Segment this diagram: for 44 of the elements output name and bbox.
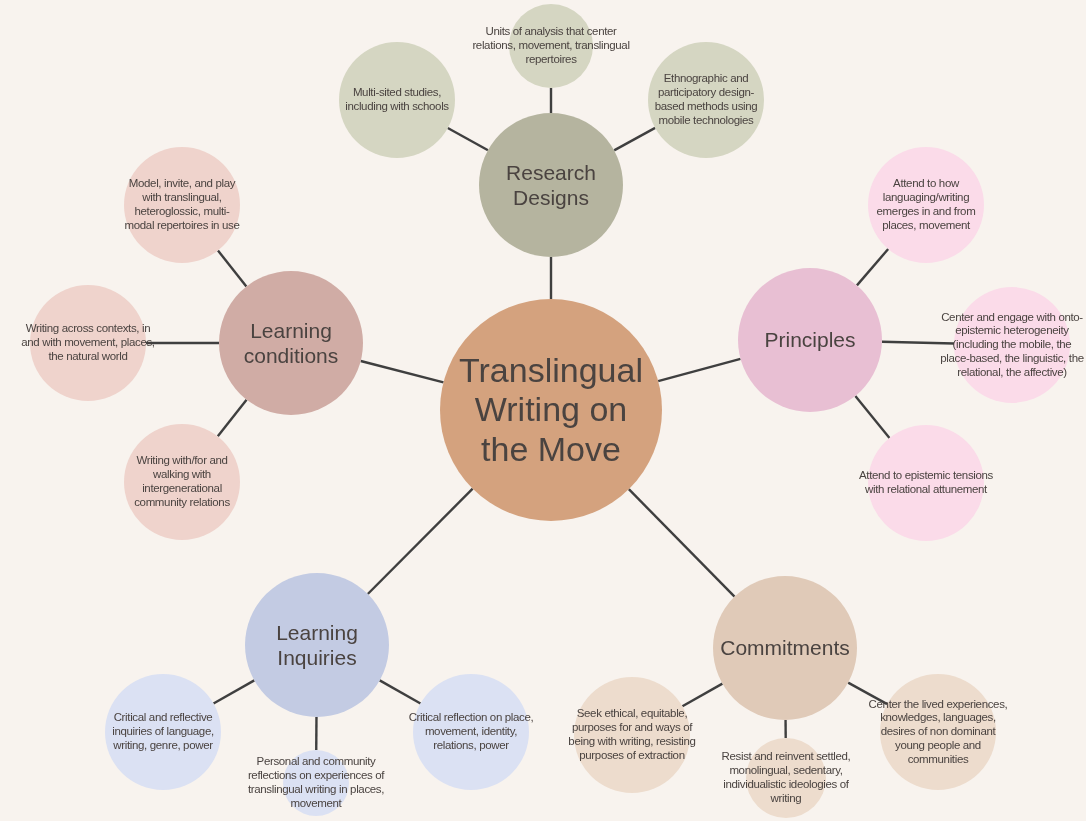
- connector-line: [881, 340, 955, 345]
- circle-label: Writing with/for and walking with intergenerational community relations: [133, 454, 231, 510]
- connector-line: [212, 679, 255, 705]
- circle-label: Critical reflection on place, movement, identity, relations, power: [407, 711, 535, 753]
- connector-line: [315, 717, 318, 750]
- circle-label: Model, invite, and play with translingual, heteroglossic, multi-modal repertoires in use: [123, 177, 241, 233]
- circle-label: Principles: [764, 327, 856, 353]
- circle-label: Center and engage with onto-epistemic heterogeneity (including the mobile, the place-based, the linguistic, the relational, the affective): [940, 310, 1084, 380]
- circle-label: Critical and reflective inquiries of language, writing, genre, power: [111, 711, 215, 753]
- connector-line: [146, 341, 219, 345]
- circle-label: Personal and community reflections on experiences of translingual writing in places, movement: [246, 755, 386, 811]
- connector-line: [217, 249, 248, 288]
- connector-line: [360, 359, 444, 384]
- connector-line: [549, 88, 553, 113]
- topic-circle: [940, 287, 1084, 403]
- connector-line: [784, 720, 787, 738]
- connector-line: [549, 257, 553, 299]
- connector-line: [379, 679, 422, 705]
- circle-label: Units of analysis that center relations, movement, translingual repertoires: [471, 25, 631, 67]
- topic-circle: [856, 425, 996, 541]
- circle-label: Ethnographic and participatory design-based methods using mobile technologies: [653, 72, 759, 128]
- connector-line: [657, 357, 741, 383]
- connector-line: [847, 681, 888, 706]
- circle-label: Translingual Writing on the Move: [458, 351, 644, 469]
- connector-line: [627, 488, 736, 598]
- circle-label: Seek ethical, equitable, purposes for and ways of being with writing, resisting purposes of extraction: [567, 707, 697, 763]
- circle-label: Multi-sited studies, including with schools: [344, 86, 450, 114]
- connector-line: [447, 126, 489, 152]
- connector-line: [854, 395, 891, 439]
- connector-line: [613, 126, 656, 152]
- topic-circle: [868, 674, 1008, 790]
- circle-label: Resist and reinvent settled, monolingual, sedentary, individualistic ideologies of writing: [720, 750, 852, 806]
- circle-label: Attend to how languaging/writing emerges in and from places, movement: [875, 177, 977, 233]
- connector-line: [366, 487, 474, 595]
- circle-label: Commitments: [720, 635, 850, 661]
- connector-line: [681, 682, 723, 708]
- circle-label: Learning Inquiries: [275, 619, 359, 671]
- circle-label: Research Designs: [505, 159, 597, 211]
- circle-label: Learning conditions: [242, 317, 340, 369]
- connector-line: [216, 398, 248, 438]
- circle-label: Writing across contexts, in and with movement, places, the natural world: [20, 322, 156, 364]
- connector-line: [856, 248, 890, 287]
- circle-label: Attend to epistemic tensions with relational attunement: [858, 469, 994, 497]
- circle-label: Center the lived experiences, knowledges, languages, desires of non dominant young people and communities: [868, 697, 1008, 767]
